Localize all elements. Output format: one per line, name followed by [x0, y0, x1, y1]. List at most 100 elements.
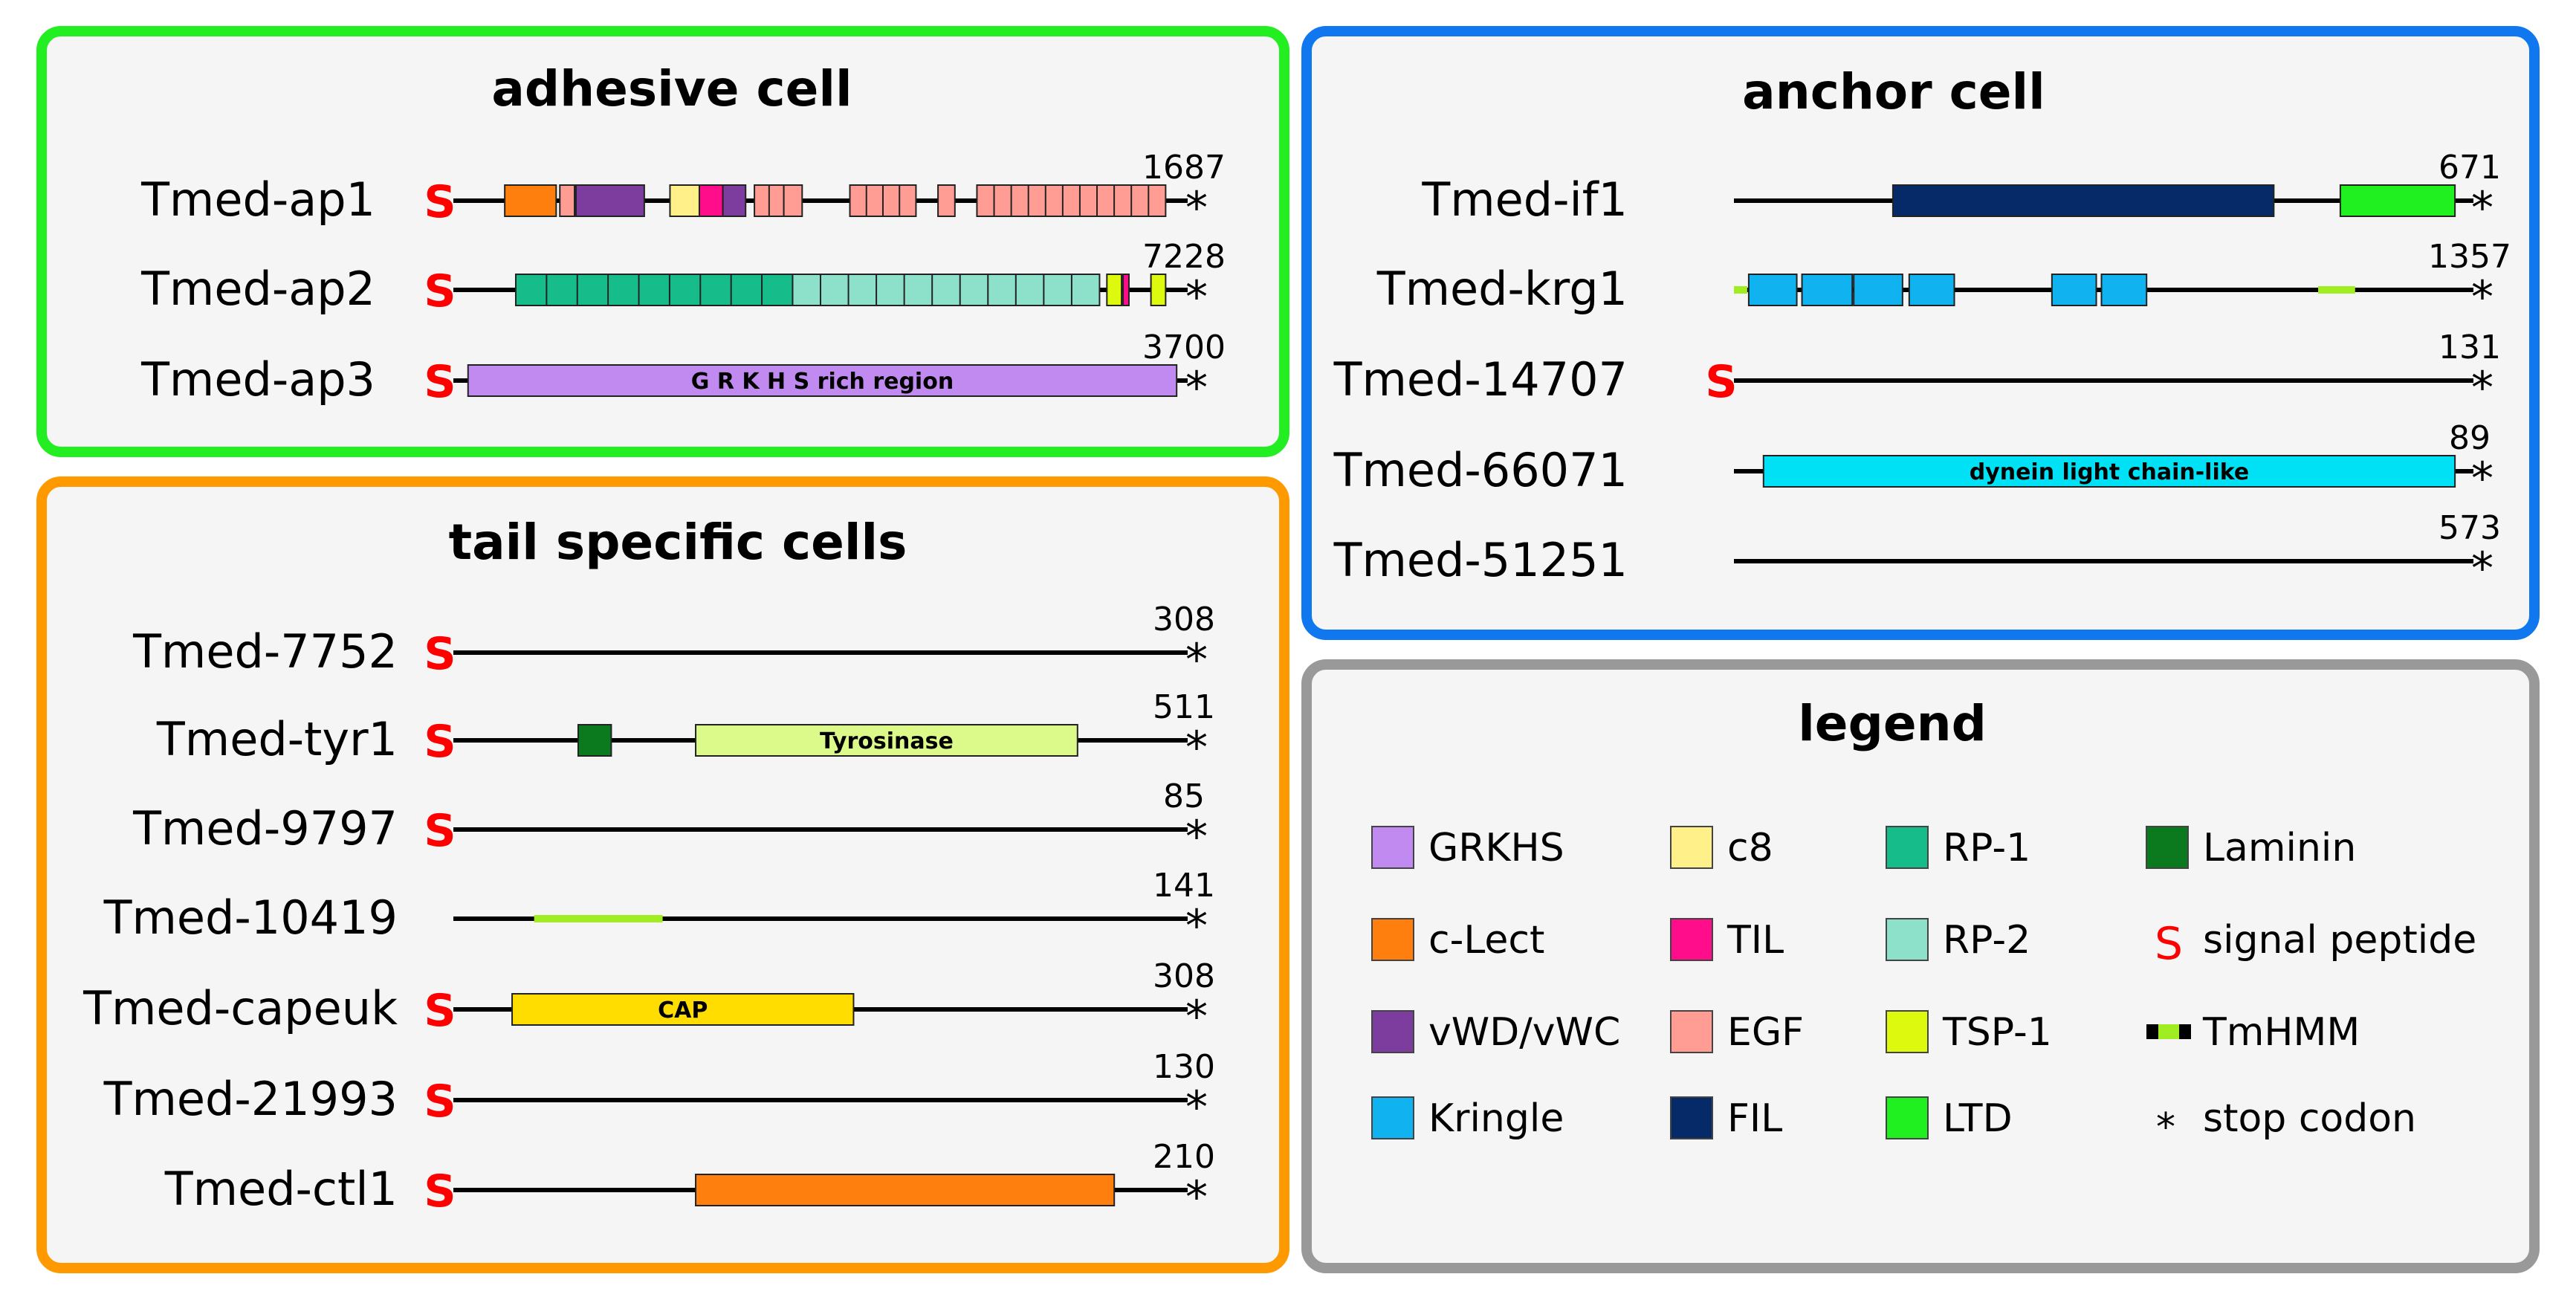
legend-swatch [1371, 918, 1414, 961]
domain-label: dynein light chain-like [1970, 459, 2250, 485]
protein-length: 3700 [1142, 329, 1226, 366]
legend-entry: TIL [1670, 918, 1784, 963]
domain-c8 [669, 184, 700, 217]
domain-kringle [1801, 274, 1854, 306]
gene-name: Tmed-7752 [132, 624, 398, 679]
legend-entry: * stop codon [2156, 1096, 2416, 1150]
stop-codon-marker: * [1185, 271, 1208, 323]
legend-swatch [1886, 826, 1929, 869]
legend-label: TSP-1 [1942, 1010, 2052, 1055]
signal-peptide-marker: S [1705, 356, 1737, 408]
legend-swatch [1371, 1010, 1414, 1053]
domain-laminin [577, 724, 612, 757]
legend-swatch [1371, 826, 1414, 869]
legend-entry: vWD/vWC [1371, 1010, 1620, 1055]
domain-kringle [2051, 274, 2097, 306]
domain-kringle [1747, 274, 1798, 306]
stop-codon-marker: * [1185, 362, 1208, 414]
protein-length: 130 [1153, 1048, 1215, 1086]
legend-label: vWD/vWC [1428, 1010, 1620, 1055]
gene-name: Tmed-capeuk [82, 981, 398, 1035]
legend-label: Kringle [1428, 1096, 1564, 1141]
legend-swatch [1886, 1096, 1929, 1139]
legend-label: signal peptide [2203, 918, 2476, 963]
panel-title-legend: legend [1798, 695, 1987, 752]
gene-track: Tmed-10419*141 [103, 867, 1215, 952]
protein-length: 7228 [1142, 238, 1226, 276]
domain-kringle [2100, 274, 2148, 306]
signal-peptide-marker: S [424, 1165, 456, 1218]
legend-entry: TmHMM [2146, 1010, 2360, 1055]
domain-vwd [575, 184, 645, 217]
domain-clect [504, 184, 557, 217]
protein-length: 308 [1153, 601, 1215, 638]
tm-segment [534, 915, 663, 922]
legend-entry: c8 [1670, 826, 1773, 870]
gene-name: Tmed-66071 [1333, 443, 1628, 497]
gene-name: Tmed-krg1 [1376, 262, 1628, 316]
legend-swatch [1886, 1010, 1929, 1053]
legend-label: stop codon [2203, 1096, 2416, 1141]
legend-stop-icon: * [2156, 1105, 2175, 1150]
tm-segment [2318, 286, 2355, 294]
legend-label: RP-2 [1943, 918, 2030, 963]
legend-entry: FIL [1670, 1096, 1782, 1141]
signal-peptide-marker: S [424, 356, 456, 408]
domain-tsp1 [1150, 274, 1167, 306]
protein-length: 308 [1153, 957, 1215, 995]
gene-track: Tmed-krg1*1357 [1376, 238, 2511, 323]
gene-name: Tmed-21993 [103, 1072, 398, 1126]
domain-egf [783, 184, 803, 217]
legend-entry: RP-2 [1886, 918, 2030, 963]
protein-length: 89 [2449, 419, 2491, 457]
domain-tyr [695, 724, 1078, 757]
panel-title-tail: tail specific cells [449, 514, 907, 571]
domain-kringle [1853, 274, 1903, 306]
legend-label: FIL [1727, 1096, 1782, 1141]
domain-label: Tyrosinase [820, 728, 954, 754]
legend-tm-icon [2179, 1024, 2191, 1039]
legend-entry: Laminin [2146, 826, 2356, 870]
protein-length: 141 [1153, 867, 1215, 905]
domain-label: CAP [658, 998, 708, 1024]
protein-length: 573 [2439, 509, 2501, 547]
legend-entry: LTD [1886, 1096, 2013, 1141]
protein-length: 1357 [2428, 238, 2511, 276]
protein-length: 1687 [1142, 149, 1226, 187]
domain-dynein [1762, 455, 2456, 488]
stop-codon-marker: * [2471, 543, 2494, 595]
legend-entry: RP-1 [1886, 826, 2030, 870]
legend-entry: EGF [1670, 1010, 1804, 1055]
protein-length: 131 [2439, 329, 2501, 366]
legend-swatch [2146, 826, 2189, 869]
gene-name: Tmed-10419 [103, 890, 398, 945]
legend-label: RP-1 [1943, 826, 2030, 870]
signal-peptide-marker: S [424, 805, 456, 857]
protein-length: 511 [1153, 688, 1215, 726]
signal-peptide-marker: S [424, 716, 456, 768]
domain-til [698, 184, 724, 217]
gene-name: Tmed-9797 [132, 801, 398, 856]
domain-ltd [2339, 184, 2456, 217]
domain-rp1 [514, 274, 794, 306]
legend-tm-icon [2158, 1024, 2179, 1039]
legend-swatch [1670, 826, 1713, 869]
gene-name: Tmed-ctl1 [164, 1162, 398, 1216]
panel-legend [1301, 659, 2540, 1273]
domain-egf [976, 184, 1167, 217]
legend-swatch [1886, 918, 1929, 961]
legend-label: TmHMM [2202, 1010, 2360, 1055]
gene-track: Tmed-51251*573 [1333, 509, 2501, 595]
legend-swatch [1670, 918, 1713, 961]
legend-label: c-Lect [1428, 918, 1544, 963]
stop-codon-marker: * [1185, 811, 1208, 863]
domain-clect [695, 1174, 1116, 1206]
